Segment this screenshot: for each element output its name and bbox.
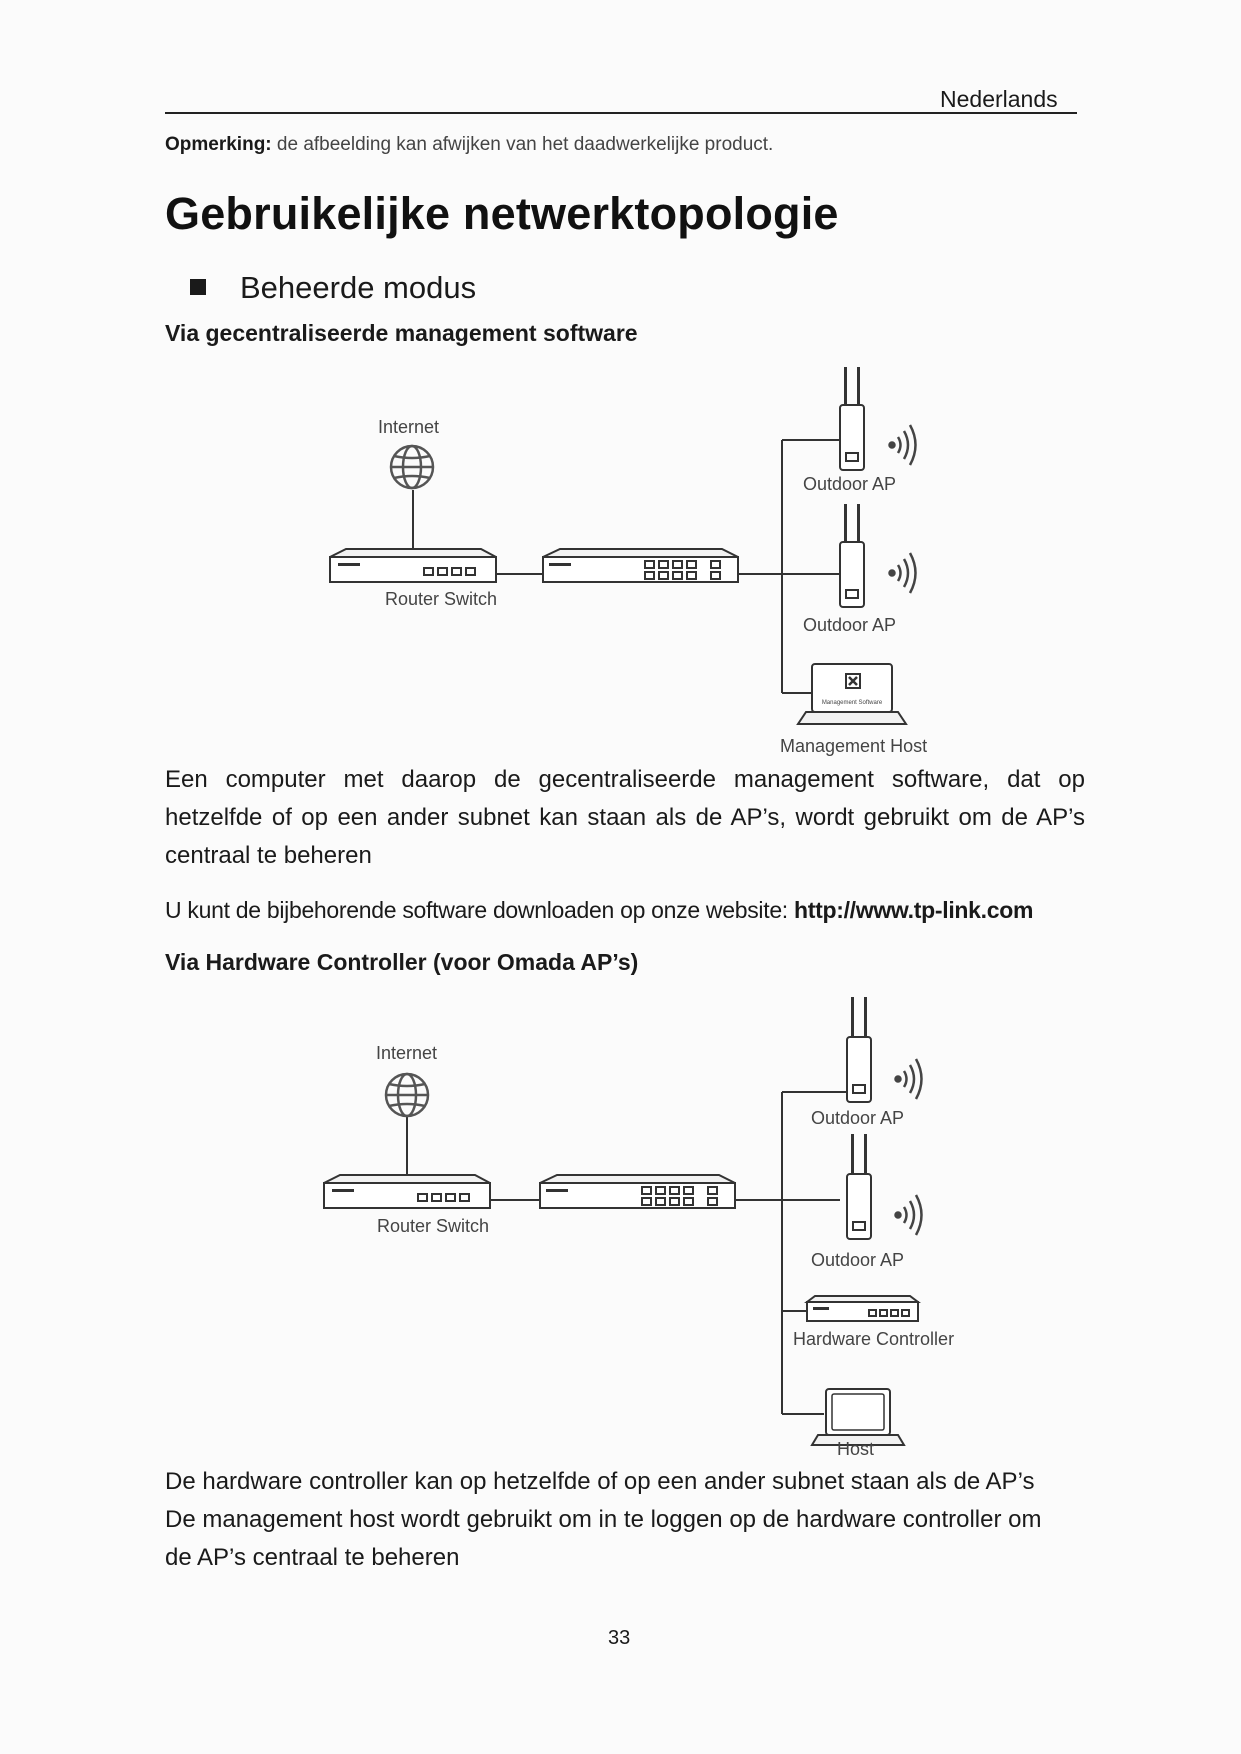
page-number: 33 — [608, 1627, 630, 1650]
note-label: Opmerking: — [165, 134, 272, 155]
language-label: Nederlands — [940, 86, 1058, 113]
diagram1-heading: Via gecentraliseerde management software — [165, 320, 638, 347]
paragraph-2-line-3: de AP’s centraal te beheren — [165, 1539, 1085, 1577]
page-title: Gebruikelijke netwerktopologie — [165, 188, 839, 240]
diagram2-heading: Via Hardware Controller (voor Omada AP’s… — [165, 949, 638, 976]
management-host-label: Management Host — [780, 736, 927, 756]
square-bullet-icon — [190, 279, 206, 295]
globe-icon — [386, 1074, 428, 1116]
laptop-screen-label: Management Software — [822, 700, 883, 706]
switch-icon — [540, 1175, 735, 1208]
topology-diagram-1: Internet Router Switch — [0, 355, 1241, 755]
switch-icon — [543, 549, 738, 582]
globe-icon — [391, 446, 433, 488]
laptop-icon — [812, 1389, 904, 1445]
outdoor-ap-icon — [840, 367, 864, 470]
header-rule — [165, 112, 1077, 114]
wifi-signal-icon — [890, 553, 916, 593]
wifi-signal-icon — [890, 425, 916, 465]
note-text: de afbeelding kan afwijken van het daadw… — [272, 134, 774, 155]
section-heading: Beheerde modus — [190, 270, 476, 306]
outdoor-ap-icon — [847, 1134, 871, 1239]
host-label: Host — [837, 1439, 874, 1459]
wifi-signal-icon — [896, 1059, 922, 1099]
topology-diagram-2: Internet Router Switch — [0, 985, 1241, 1465]
hardware-controller-icon — [807, 1296, 918, 1321]
router-icon — [330, 549, 496, 582]
internet-label: Internet — [376, 1043, 437, 1063]
outdoor-ap-label: Outdoor AP — [803, 615, 896, 635]
paragraph-2-line-1: De hardware controller kan op hetzelfde … — [165, 1463, 1085, 1501]
outdoor-ap-icon — [847, 997, 871, 1102]
download-text: U kunt de bijbehorende software download… — [165, 897, 794, 923]
internet-label: Internet — [378, 417, 439, 437]
section-title: Beheerde modus — [240, 270, 476, 305]
hardware-controller-label: Hardware Controller — [793, 1329, 954, 1349]
website-link[interactable]: http://www.tp-link.com — [794, 897, 1033, 923]
note: Opmerking: de afbeelding kan afwijken va… — [165, 134, 773, 156]
paragraph-2-line-2: De management host wordt gebruikt om in … — [165, 1501, 1085, 1539]
outdoor-ap-label: Outdoor AP — [811, 1250, 904, 1270]
outdoor-ap-icon — [840, 504, 864, 607]
wifi-signal-icon — [896, 1195, 922, 1235]
router-switch-label: Router Switch — [377, 1216, 489, 1236]
router-switch-label: Router Switch — [385, 589, 497, 609]
laptop-icon — [798, 664, 906, 724]
outdoor-ap-label: Outdoor AP — [811, 1108, 904, 1128]
download-line: U kunt de bijbehorende software download… — [165, 897, 1033, 924]
outdoor-ap-label: Outdoor AP — [803, 474, 896, 494]
paragraph-1: Een computer met daarop de gecentralisee… — [165, 761, 1085, 875]
router-icon — [324, 1175, 490, 1208]
